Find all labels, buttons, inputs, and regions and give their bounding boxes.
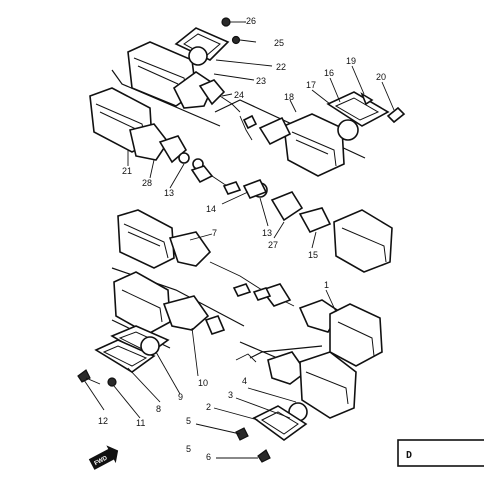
callout-10: 10 [198,378,208,388]
callout-6: 6 [206,452,211,462]
flasher-rear-right [260,283,383,367]
callout-26: 26 [246,16,256,26]
callout-27: 27 [268,240,278,250]
flasher-lower-left [77,271,226,387]
page-mark: D [397,439,484,467]
callout-5-a: 5 [186,416,191,426]
callout-28: 28 [142,178,152,188]
fwd-arrow: FWD [88,445,119,470]
callout-20: 20 [376,72,386,82]
callout-24: 24 [234,90,244,100]
callout-1: 1 [324,280,329,290]
harness-fittings [222,114,272,301]
callout-23: 23 [256,76,266,86]
callout-18: 18 [284,92,294,102]
callout-19: 19 [346,56,356,66]
flasher-rear-left-2 [117,209,295,307]
callout-9: 9 [178,392,183,402]
flasher-rear-left [127,17,257,113]
callout-2: 2 [206,402,211,412]
callout-17: 17 [306,80,316,90]
callout-16: 16 [324,68,334,78]
callout-3: 3 [228,390,233,400]
callout-7: 7 [212,228,217,238]
callout-13-a: 13 [164,188,174,198]
callout-14: 14 [206,204,216,214]
flasher-front-right [252,91,406,273]
page-mark-letter: D [406,450,412,461]
callout-21: 21 [122,166,132,176]
callout-12: 12 [98,416,108,426]
callout-labels: 26 25 22 23 24 21 28 13 14 13 27 15 18 1… [98,16,386,462]
callout-15: 15 [308,250,318,260]
callout-5-b: 5 [186,444,191,454]
callout-22: 22 [276,62,286,72]
flasher-lower-right [235,351,357,463]
callout-4: 4 [242,376,247,386]
callout-11: 11 [136,418,145,428]
callout-8: 8 [156,404,161,414]
callout-25: 25 [274,38,284,48]
leader-lines [83,21,395,459]
flasher-front-left [89,87,233,189]
callout-13-b: 13 [262,228,272,238]
